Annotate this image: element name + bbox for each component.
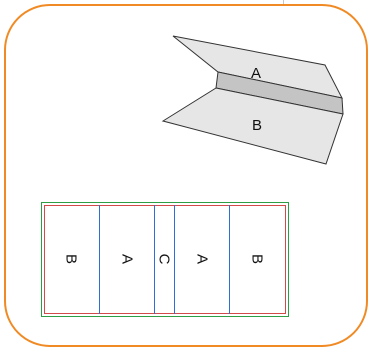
flat-layout: B A C A B <box>41 202 289 317</box>
outer-green-border <box>41 202 289 317</box>
section-label-4: A <box>194 254 211 264</box>
top-panel-label: A <box>251 65 261 82</box>
section-label-2: A <box>119 254 136 264</box>
bottom-panel-label: B <box>252 117 262 134</box>
folded-cover-illustration: A B <box>161 35 344 165</box>
section-label-5: B <box>249 254 266 264</box>
inner-red-border <box>44 205 286 314</box>
section-label-3: C <box>156 254 173 265</box>
section-label-1: B <box>63 254 80 264</box>
bottom-panel <box>161 87 344 165</box>
